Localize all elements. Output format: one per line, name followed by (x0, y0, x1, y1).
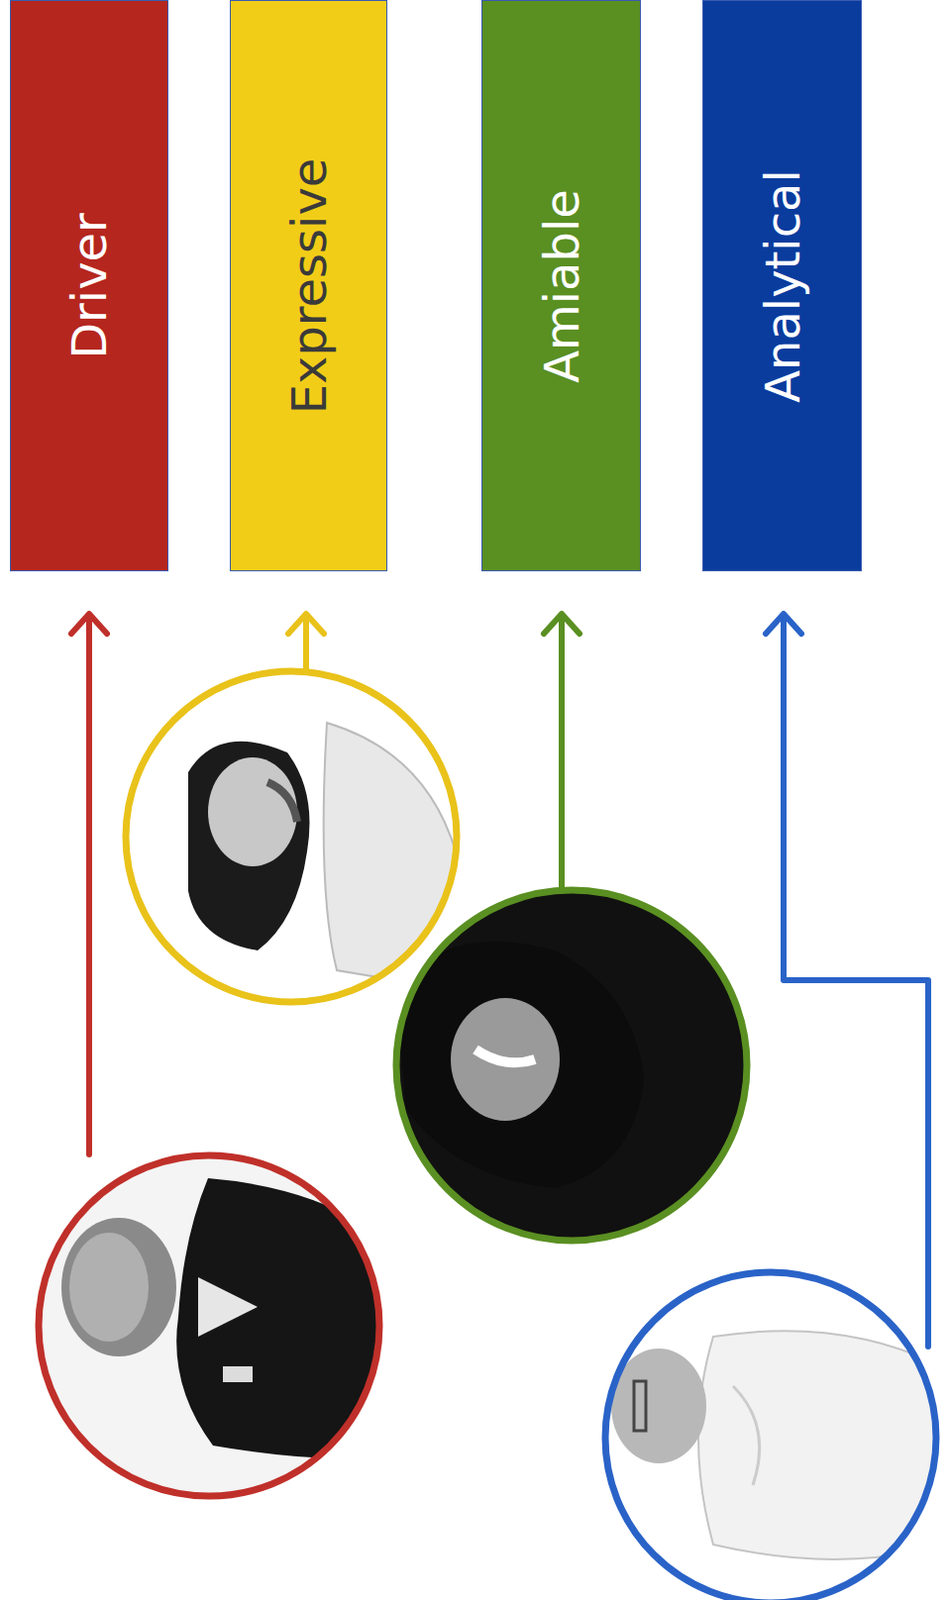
style-label: Analytical (758, 169, 807, 404)
portrait-photo (396, 890, 747, 1242)
style-bar: Analytical (702, 0, 862, 572)
leader-arrow (543, 614, 580, 892)
leader-arrow (765, 614, 929, 1348)
portrait-photo (38, 1156, 397, 1497)
leader-arrow (71, 614, 107, 1156)
style-bar: Expressive (229, 0, 388, 572)
style-bar: Driver (9, 0, 169, 572)
style-bar: Amiable (481, 0, 641, 572)
portrait-photo (125, 671, 457, 1003)
style-label: Expressive (285, 157, 333, 415)
style-label: Driver (65, 212, 113, 360)
style-label: Amiable (537, 189, 586, 384)
portrait-photo (605, 1272, 942, 1600)
leader-arrow (288, 614, 324, 672)
